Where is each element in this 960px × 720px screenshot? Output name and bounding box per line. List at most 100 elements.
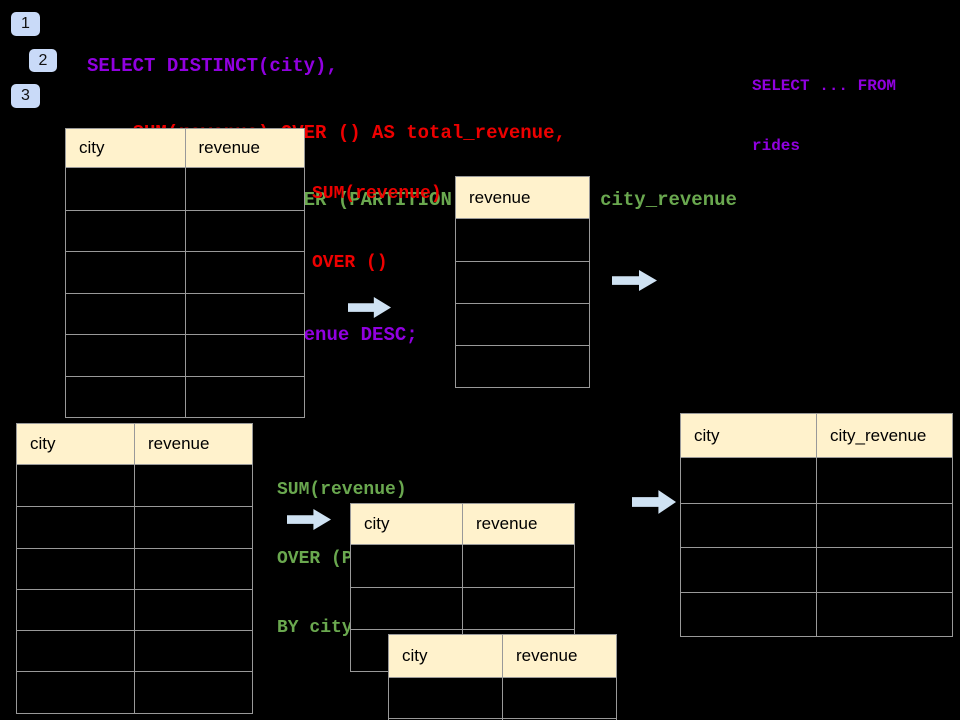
arrow-right-icon — [348, 296, 392, 319]
table-cell — [462, 545, 574, 587]
table-row — [681, 547, 952, 592]
table-cell — [66, 252, 185, 293]
table-cell — [681, 458, 816, 503]
table-header-row: city revenue — [66, 129, 304, 168]
table-cell — [184, 335, 305, 376]
table-row — [66, 209, 305, 252]
table-cell — [184, 210, 305, 251]
table-cell — [184, 168, 305, 210]
table-row — [66, 168, 304, 210]
table-cell — [456, 304, 589, 345]
table-cell — [456, 219, 589, 261]
table-body — [66, 168, 304, 417]
table-cell — [681, 548, 816, 592]
table-cell — [17, 672, 134, 712]
table-source-bottom: city revenue — [16, 423, 253, 714]
table-row — [17, 671, 252, 713]
table-body — [681, 458, 952, 636]
table-cell — [66, 377, 185, 418]
table-cell — [134, 672, 252, 713]
table-cell — [456, 346, 589, 387]
table-cell — [681, 593, 816, 637]
column-header-revenue: revenue — [184, 129, 305, 167]
column-header-city: city — [79, 138, 105, 157]
table-body — [17, 465, 252, 713]
table-row — [17, 547, 252, 589]
table-row — [456, 303, 589, 345]
table-cell — [66, 211, 185, 252]
table-cell — [17, 465, 134, 506]
table-header-row: revenue — [456, 177, 589, 219]
table-cell — [184, 252, 305, 293]
column-header-revenue: revenue — [469, 187, 531, 207]
column-header-city: city — [364, 514, 390, 533]
table-cell — [816, 592, 952, 636]
table-row — [681, 502, 952, 548]
table-cell — [351, 588, 462, 629]
table-cell — [816, 503, 952, 547]
table-row — [351, 545, 574, 587]
table-cell — [17, 590, 134, 630]
table-cell — [17, 507, 134, 547]
table-header-row: city revenue — [17, 424, 252, 465]
table-cell — [502, 678, 616, 718]
table-cell — [389, 678, 502, 718]
table-body — [456, 219, 589, 387]
table-cell — [66, 168, 185, 210]
table-cell — [816, 548, 952, 592]
annotation-line: BY city) — [277, 618, 364, 638]
arrow-right-icon — [612, 269, 658, 292]
sql-code-line: SELECT DISTINCT(city), — [87, 54, 338, 77]
step-badge-2: 2 — [29, 49, 57, 72]
table-partitioned-overlay: city revenue — [388, 634, 617, 720]
sql-fragment-note: SELECT ... FROM rides — [752, 36, 896, 196]
table-cell — [351, 545, 462, 587]
table-row — [17, 630, 252, 672]
table-cell — [134, 631, 252, 672]
table-source-top: city revenue — [65, 128, 305, 418]
table-row — [17, 506, 252, 548]
arrow-right-icon — [632, 489, 677, 515]
table-cell — [456, 262, 589, 303]
annotation-line: SUM(revenue) — [312, 184, 442, 204]
table-cell — [66, 335, 185, 376]
table-cell — [17, 549, 134, 589]
table-row — [66, 375, 305, 418]
annotation-line: OVER () — [312, 253, 388, 273]
step-badge-1: 1 — [11, 12, 40, 36]
table-row — [66, 292, 305, 335]
table-cell — [134, 465, 252, 507]
annotation-total-revenue: SUM(revenue) OVER () — [312, 137, 442, 321]
table-cell — [681, 504, 816, 548]
column-header-city: city — [402, 646, 428, 665]
table-cell — [134, 507, 252, 548]
table-row — [389, 678, 616, 718]
table-header-row: city revenue — [351, 504, 574, 545]
table-cell — [462, 588, 574, 629]
arrow-right-icon — [287, 508, 332, 531]
column-header-revenue: revenue — [462, 504, 574, 544]
table-total-revenue-result: revenue — [455, 176, 590, 388]
table-body — [389, 678, 616, 720]
table-cell — [66, 294, 185, 335]
column-header-revenue: revenue — [502, 635, 616, 677]
column-header-city: city — [30, 434, 56, 453]
table-row — [456, 261, 589, 303]
table-row — [681, 591, 952, 637]
table-row — [681, 458, 952, 503]
column-header-city: city — [694, 425, 720, 445]
column-header-revenue: revenue — [134, 424, 252, 464]
column-header-city-revenue: city_revenue — [816, 414, 952, 457]
table-cell — [184, 376, 305, 417]
table-row — [456, 345, 589, 387]
table-row — [66, 334, 304, 376]
table-city-revenue-result: city city_revenue — [680, 413, 953, 637]
table-header-row: city revenue — [389, 635, 616, 678]
table-row — [351, 587, 574, 629]
table-row — [66, 251, 304, 293]
annotation-line: SUM(revenue) — [277, 480, 407, 500]
table-cell — [816, 458, 952, 503]
table-cell — [184, 293, 305, 334]
table-cell — [134, 589, 252, 631]
